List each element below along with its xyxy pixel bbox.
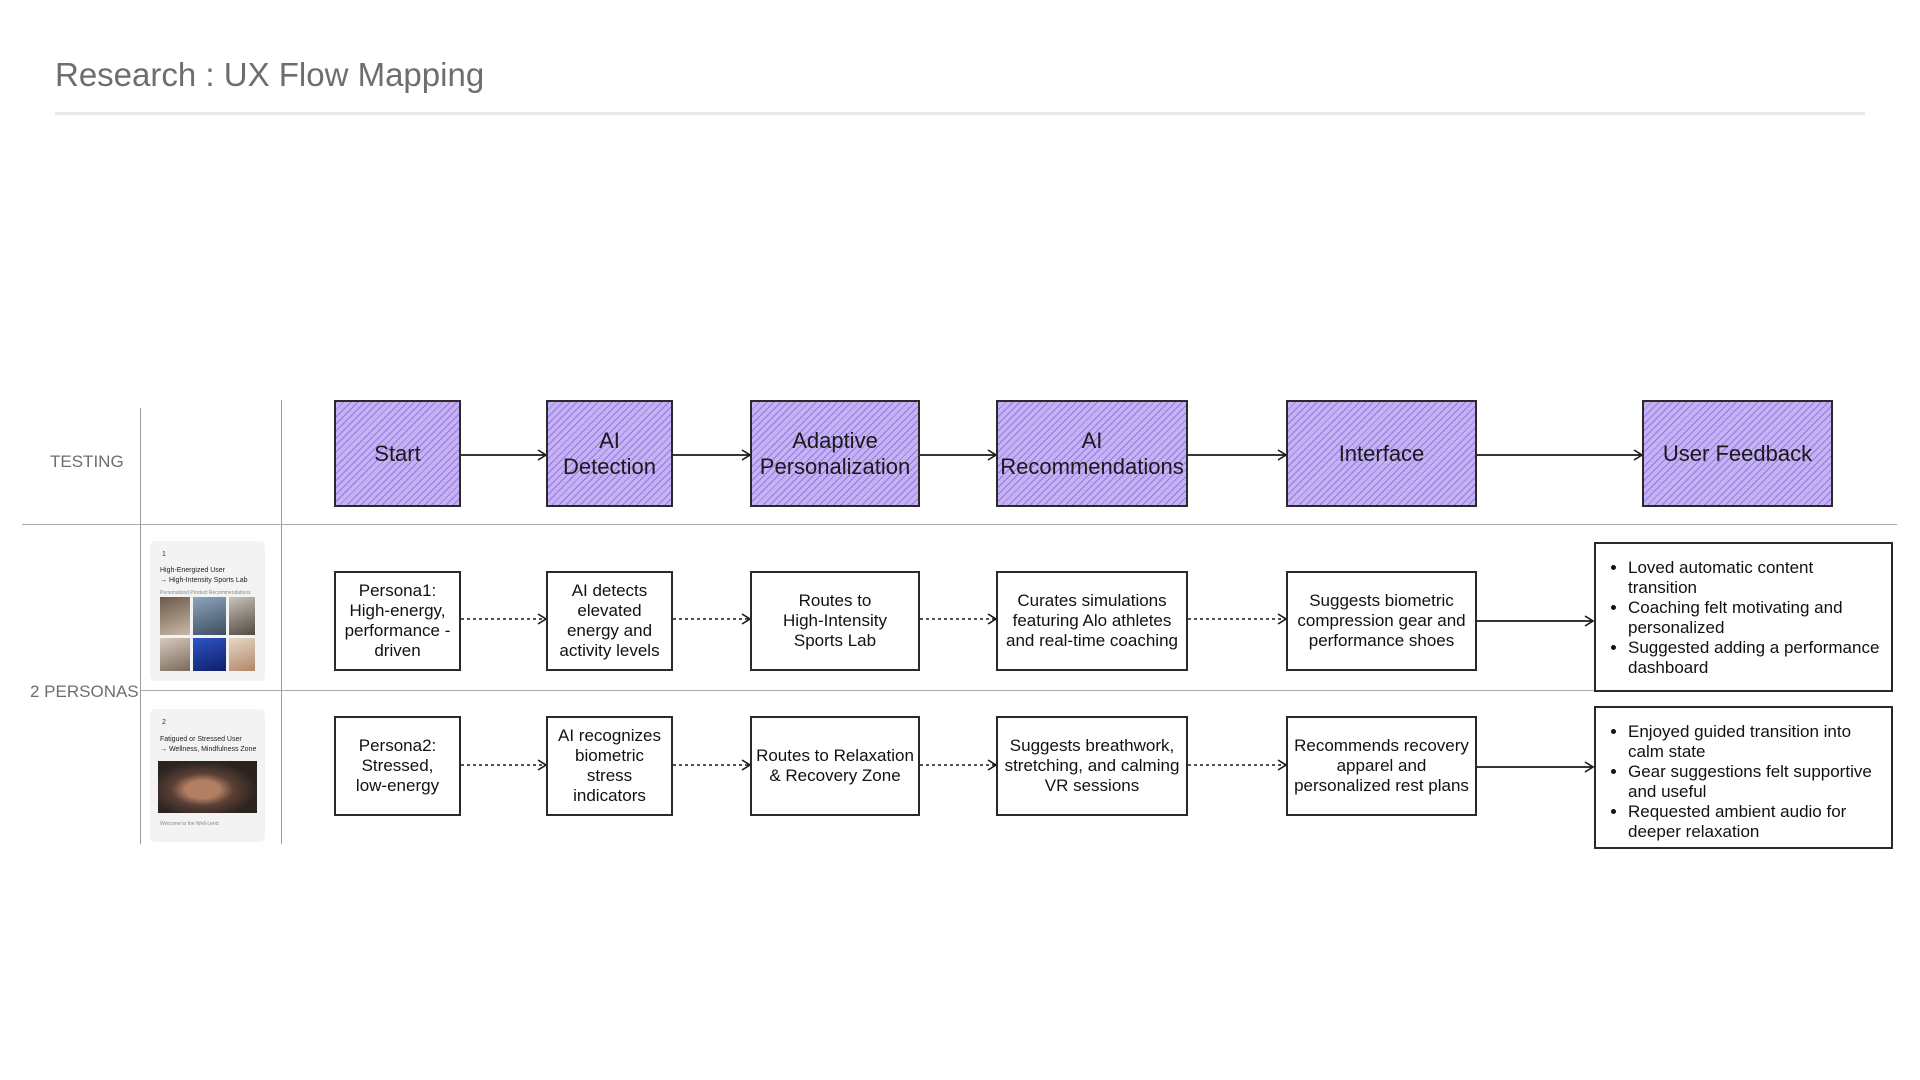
persona1-thumbnail-photo <box>229 597 255 635</box>
row-label-personas: 2 PERSONAS <box>30 682 139 701</box>
stage-adaptive-personalization-label: Adaptive Personalization <box>759 427 911 479</box>
persona1-thumbnail-photo <box>229 638 255 671</box>
feedback-item: Gear suggestions felt supportive and use… <box>1628 762 1883 802</box>
stage-interface: Interface <box>1286 400 1477 507</box>
persona2-step-4: Suggests breathwork, stretching, and cal… <box>996 716 1188 816</box>
feedback-item: Coaching felt motivating and personalize… <box>1628 598 1883 638</box>
persona1-thumbnail-photo <box>193 597 226 635</box>
persona1-step-2: AI detects elevated energy and activity … <box>546 571 673 671</box>
persona1-feedback: Loved automatic content transition Coach… <box>1594 542 1893 692</box>
persona2-thumbnail: 2 Fatigued or Stressed User → Wellness, … <box>150 709 265 842</box>
persona1-thumbnail-number: 1 <box>162 551 166 558</box>
row-label-testing: TESTING <box>50 452 124 471</box>
stage-start: Start <box>334 400 461 507</box>
persona1-thumbnail-line2: → High-Intensity Sports Lab <box>160 577 248 584</box>
persona1-thumbnail-photo <box>160 638 190 671</box>
stage-ai-detection-label: AI Detection <box>563 427 656 479</box>
feedback-item: Enjoyed guided transition into calm stat… <box>1628 722 1883 762</box>
stage-start-label: Start <box>374 440 421 466</box>
stage-interface-label: Interface <box>1338 440 1425 466</box>
column-divider-left <box>140 408 141 844</box>
persona2-thumbnail-caption: Welcome to the Well-Lend <box>160 821 219 827</box>
persona-row-divider <box>140 690 1595 691</box>
stage-user-feedback-label: User Feedback <box>1662 440 1813 466</box>
persona2-step-2: AI recognizes biometric stress indicator… <box>546 716 673 816</box>
persona1-thumbnail-photo <box>193 638 226 671</box>
persona1-feedback-list: Loved automatic content transition Coach… <box>1628 558 1883 678</box>
persona1-step-1: Persona1: High-energy, performance -driv… <box>334 571 461 671</box>
persona2-thumbnail-line2: → Wellness, Mindfulness Zone <box>160 746 257 753</box>
persona2-step-5: Recommends recovery apparel and personal… <box>1286 716 1477 816</box>
testing-row-divider <box>22 524 1897 525</box>
persona2-thumbnail-photo <box>158 761 257 813</box>
persona2-thumbnail-line1: Fatigued or Stressed User <box>160 736 242 743</box>
persona1-step-4: Curates simulations featuring Alo athlet… <box>996 571 1188 671</box>
persona1-thumbnail-line1: High-Energized User <box>160 567 225 574</box>
feedback-item: Requested ambient audio for deeper relax… <box>1628 802 1883 842</box>
column-divider-right <box>281 400 282 844</box>
persona2-step-1: Persona2: Stressed, low-energy <box>334 716 461 816</box>
persona1-step-3: Routes to High-Intensity Sports Lab <box>750 571 920 671</box>
persona1-step-5: Suggests biometric compression gear and … <box>1286 571 1477 671</box>
persona2-step-3: Routes to Relaxation & Recovery Zone <box>750 716 920 816</box>
persona1-thumbnail-caption: Personalized Product Recommendations <box>160 590 251 596</box>
stage-adaptive-personalization: Adaptive Personalization <box>750 400 920 507</box>
persona1-thumbnail: 1 High-Energized User → High-Intensity S… <box>150 541 265 681</box>
stage-ai-detection: AI Detection <box>546 400 673 507</box>
title-divider <box>55 112 1865 115</box>
persona2-feedback: Enjoyed guided transition into calm stat… <box>1594 706 1893 849</box>
stage-user-feedback: User Feedback <box>1642 400 1833 507</box>
persona1-thumbnail-photo <box>160 597 190 635</box>
page-title: Research : UX Flow Mapping <box>55 56 485 93</box>
persona2-thumbnail-number: 2 <box>162 719 166 726</box>
stage-ai-recommendations-label: AI Recommendations <box>1000 427 1184 479</box>
stage-ai-recommendations: AI Recommendations <box>996 400 1188 507</box>
persona2-feedback-list: Enjoyed guided transition into calm stat… <box>1628 722 1883 842</box>
feedback-item: Loved automatic content transition <box>1628 558 1883 598</box>
feedback-item: Suggested adding a performance dashboard <box>1628 638 1883 678</box>
